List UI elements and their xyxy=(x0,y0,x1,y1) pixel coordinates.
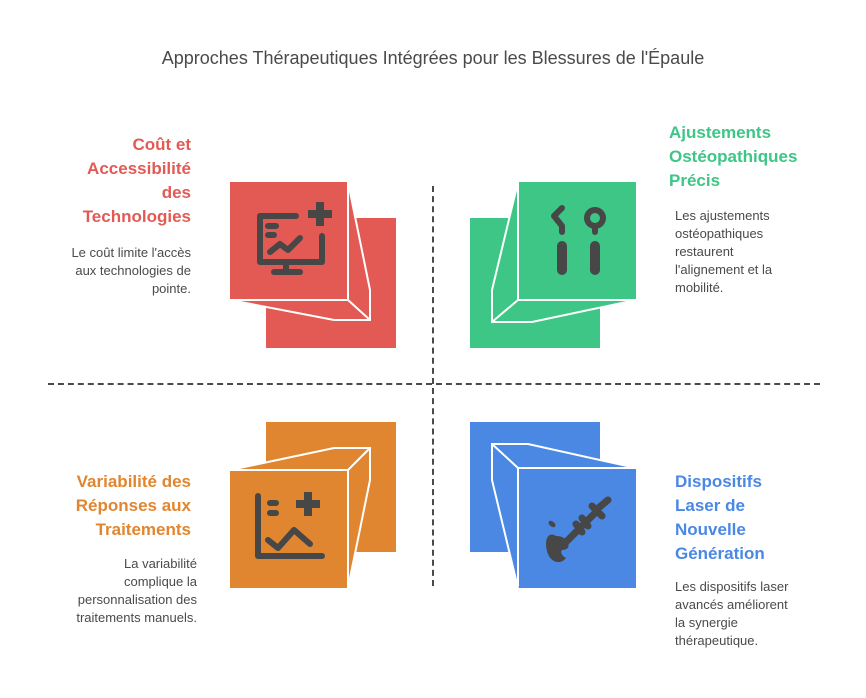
description-line: Le coût limite l'accès xyxy=(71,245,191,260)
description-line: Les dispositifs laser xyxy=(675,579,789,594)
dental-tools-icon xyxy=(551,205,606,275)
heading-line: Traitements xyxy=(95,520,191,539)
description-line: Les ajustements xyxy=(675,208,770,223)
description-line: aux technologies de xyxy=(75,263,191,278)
description-osteopathic-adjustments: Les ajustements ostéopathiques restauren… xyxy=(675,207,835,297)
heading-line: Laser de xyxy=(675,496,745,515)
description-line: ostéopathiques xyxy=(675,226,764,241)
red-cube xyxy=(229,181,396,348)
heading-line: Nouvelle xyxy=(675,520,746,539)
description-line: mobilité. xyxy=(675,280,724,295)
heading-line: Génération xyxy=(675,544,765,563)
blue-cube xyxy=(470,422,637,589)
heading-osteopathic-adjustments: Ajustements Ostéopathiques Précis xyxy=(669,121,849,193)
monitor-chart-plus-icon xyxy=(257,213,325,275)
heading-line: Dispositifs xyxy=(675,472,762,491)
heading-line: Précis xyxy=(669,171,721,190)
heading-laser-devices: Dispositifs Laser de Nouvelle Génération xyxy=(675,470,845,566)
heading-line: Coût et xyxy=(132,135,191,154)
description-line: l'alignement et la xyxy=(675,262,773,277)
heading-line: Ostéopathiques xyxy=(669,147,798,166)
description-line: traitements manuels. xyxy=(76,610,197,625)
heading-line: Variabilité des xyxy=(76,472,191,491)
heading-treatment-variability: Variabilité des Réponses aux Traitements xyxy=(20,470,191,542)
description-line: complique la xyxy=(124,574,197,589)
diagram-title: Approches Thérapeutiques Intégrées pour … xyxy=(161,48,705,68)
description-line: avancés améliorent xyxy=(675,597,788,612)
description-laser-devices: Les dispositifs laser avancés améliorent… xyxy=(675,578,845,650)
description-line: pointe. xyxy=(151,281,191,296)
heading-cost-accessibility: Coût et Accessibilité des Technologies xyxy=(20,133,191,229)
heading-line: Réponses aux xyxy=(75,496,191,515)
description-line: thérapeutique. xyxy=(675,633,759,648)
description-cost-accessibility: Le coût limite l'accès aux technologies … xyxy=(20,244,191,298)
heading-line: Accessibilité xyxy=(87,159,191,178)
syringe-apple-icon xyxy=(546,496,612,563)
description-line: restaurent xyxy=(675,244,734,259)
vertical-axis xyxy=(432,186,434,586)
heading-line: Technologies xyxy=(82,207,191,226)
plus-shape xyxy=(308,202,332,226)
chart-plus-icon xyxy=(255,493,325,559)
heading-line: des xyxy=(161,183,191,202)
description-line: la synergie xyxy=(675,615,738,630)
horizontal-axis xyxy=(48,383,820,385)
orange-cube xyxy=(229,422,396,589)
description-line: La variabilité xyxy=(124,556,197,571)
description-line: personnalisation des xyxy=(77,592,197,607)
green-cube xyxy=(470,181,637,348)
heading-line: Ajustements xyxy=(669,123,772,142)
description-treatment-variability: La variabilité complique la personnalisa… xyxy=(20,555,197,627)
